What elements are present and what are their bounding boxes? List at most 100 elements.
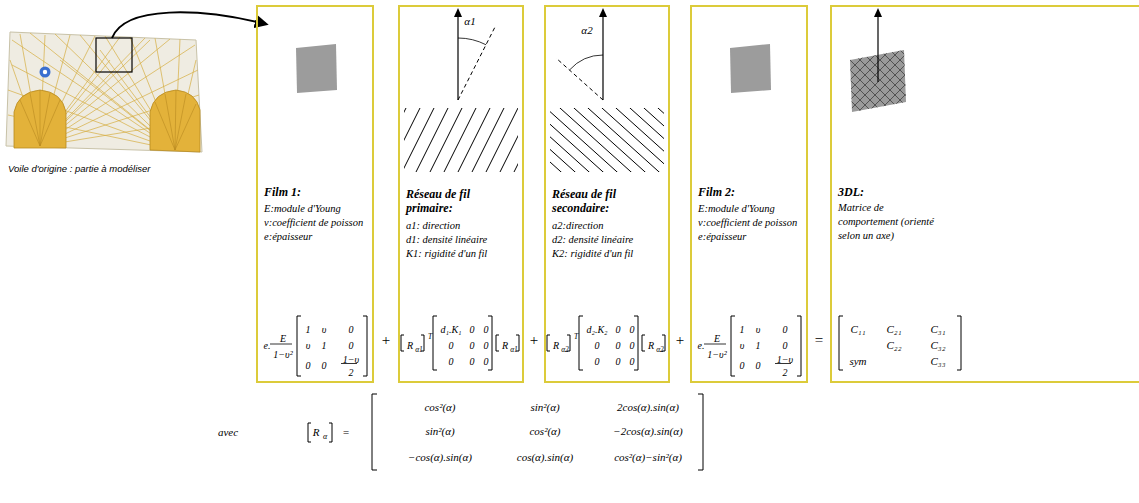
reference-axis <box>877 16 878 82</box>
panel-title: Réseau de fil primaire: <box>406 187 518 215</box>
image-caption: Voile d'origine : partie à modéliser <box>8 163 150 174</box>
component-panel: α2Réseau de fil secondaire:a2:directiond… <box>544 5 670 383</box>
angle-arc <box>458 38 486 45</box>
direction-line <box>556 58 603 100</box>
matrix-bracket <box>308 423 311 442</box>
matrix-entry: 1 <box>740 324 745 335</box>
matrix-entry: υ <box>756 324 761 335</box>
direction-line <box>458 27 495 100</box>
property-text: K2: rigidité d'un fil <box>552 248 633 259</box>
sail-icon <box>40 67 51 78</box>
matrix-bracket <box>329 423 332 442</box>
matrix-entry: 0 <box>306 360 311 371</box>
matrix-subscript: α2 <box>561 345 569 354</box>
matrix-bracket <box>488 316 492 370</box>
matrix-entry: 0 <box>740 360 745 371</box>
property-text: d2: densité linéaire <box>552 234 633 245</box>
matrix-entry: 1−υ <box>777 354 793 365</box>
matrix-entry: C₂₂ <box>887 339 902 351</box>
zoom-arrow <box>112 12 266 38</box>
matrix-entry: C₃₂ <box>931 339 946 351</box>
matrix-entry: C₃₁ <box>931 323 946 335</box>
matrix-entry: 0 <box>349 340 354 351</box>
matrix-entry: υ <box>306 340 311 351</box>
property-text: e:épaisseur <box>264 231 312 242</box>
matrix-bracket <box>634 316 638 370</box>
panel-title: Réseau de fil secondaire: <box>552 187 664 215</box>
matrix-entry: −cos(α).sin(α) <box>408 451 472 463</box>
matrix-symbol: R <box>502 340 508 351</box>
matrix-entry: cos²(α) <box>529 425 560 437</box>
matrix-entry: 0 <box>470 324 475 335</box>
reference-axis <box>602 16 603 100</box>
matrix-bracket <box>547 335 550 351</box>
matrix-entry: 0 <box>322 360 327 371</box>
matrix-entry: d₁.K₁ <box>440 324 461 335</box>
matrix-bracket <box>698 394 703 470</box>
operator-sign: = <box>815 332 823 349</box>
transpose-mark: T <box>574 332 578 341</box>
formula-term: E <box>714 333 720 344</box>
matrix-bracket <box>433 316 437 370</box>
formula-term: e. <box>698 340 705 351</box>
matrix-entry: C₁₁ <box>851 323 866 335</box>
matrix-entry: 0 <box>756 360 761 371</box>
panel-title: Film 2: <box>698 185 735 200</box>
formula-term: e. <box>264 340 271 351</box>
matrix-entry: 1 <box>306 324 311 335</box>
operator-sign: + <box>676 332 684 349</box>
matrix-entry: 0 <box>484 356 489 367</box>
formula-term: 1−υ² <box>707 349 726 360</box>
matrix-entry: 0 <box>484 324 489 335</box>
matrix-entry: 0 <box>783 340 788 351</box>
matrix-entry: cos(α).sin(α) <box>517 451 573 463</box>
matrix-entry: 0 <box>484 340 489 351</box>
property-text: v:coefficient de poisson <box>698 217 797 228</box>
matrix-entry: 0 <box>470 340 475 351</box>
property-text: K1: rigidité d'un fil <box>406 248 487 259</box>
sail-icon <box>43 70 47 74</box>
panel-title: 3DL: <box>838 185 864 200</box>
angle-label: α2 <box>581 24 592 36</box>
laminate-crosshatch <box>760 40 980 120</box>
property-text: a2:direction <box>552 220 604 231</box>
matrix-entry: sin²(α) <box>530 401 559 413</box>
matrix-entry: 0 <box>470 356 475 367</box>
matrix-entry: 0 <box>595 340 600 351</box>
component-panel: α1Réseau de fil primaire:a1: directiond1… <box>398 5 524 383</box>
sail-corner-rays <box>20 90 60 146</box>
operator-sign: + <box>382 332 390 349</box>
matrix-entry: sym <box>849 355 866 367</box>
sail-corner-patch <box>14 90 66 148</box>
matrix-entry: 0 <box>616 340 621 351</box>
operator-sign: + <box>530 332 538 349</box>
matrix-entry: 0 <box>616 356 621 367</box>
matrix-subscript: α1 <box>415 345 423 354</box>
property-text: d1: densité linéaire <box>406 234 487 245</box>
matrix-entry: 0 <box>616 324 621 335</box>
matrix-bracket <box>372 394 377 470</box>
component-panel: Film 1:E:module d'Youngv:coefficient de … <box>256 5 374 383</box>
axis-arrowhead <box>454 8 462 17</box>
matrix-symbol: R <box>407 340 413 351</box>
selection-frame <box>96 38 132 72</box>
matrix-entry: 0 <box>630 340 635 351</box>
matrix-entry: cos²(α) <box>424 401 455 413</box>
matrix-bracket <box>297 316 301 376</box>
matrix-entry: sin²(α) <box>425 425 454 437</box>
film-sample <box>730 44 771 93</box>
matrix-symbol: R <box>313 426 320 438</box>
matrix-entry: 2 <box>783 367 788 378</box>
matrix-entry: 1−υ <box>343 354 359 365</box>
matrix-bracket <box>363 316 367 376</box>
matrix-subscript: α1 <box>510 345 518 354</box>
matrix-entry: d₂.K₂ <box>586 324 607 335</box>
sail-surface <box>6 32 202 152</box>
axis-arrowhead <box>874 8 882 17</box>
matrix-bracket <box>401 335 404 351</box>
operator-sign: = <box>342 426 349 438</box>
matrix-bracket <box>839 316 843 370</box>
matrix-entry: 1 <box>322 340 327 351</box>
fraction-bar <box>704 344 726 345</box>
